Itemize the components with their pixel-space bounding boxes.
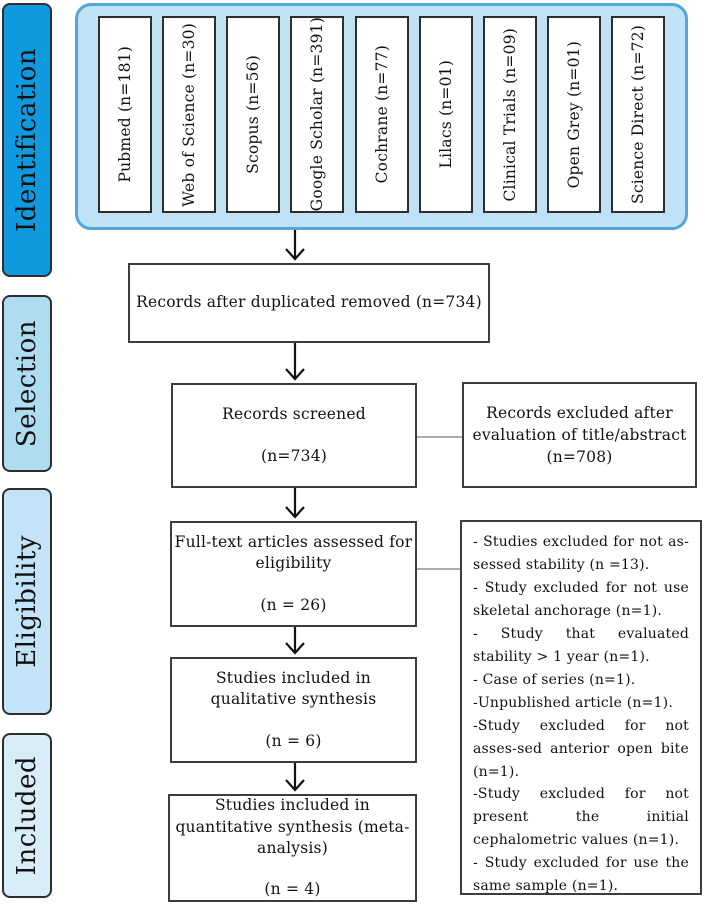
fulltext-assessed-box: Full-text articles assessed for eligibil… [170,521,417,627]
records-screened-label: Records screened [222,405,366,424]
qualitative-synthesis-label: Studies included in qualitative synthesi… [210,668,377,709]
stage-selection: Selection [2,295,52,472]
quantitative-synthesis-label: Studies included in quantitative synthes… [175,796,410,857]
source-box-lilacs: Lilacs (n=01) [418,16,473,213]
source-box-pubmed: Pubmed (n=181) [98,16,152,213]
source-label: Cochrane (n=77) [372,45,391,184]
source-label: Web of Science (n=30) [180,22,199,207]
exclusion-item: -Study excluded for not asses-sed anteri… [473,717,689,780]
sources-container: Pubmed (n=181) Web of Science (n=30) Sco… [75,3,688,230]
stage-label: Included [12,755,42,876]
arrow-down-fulltext-to-qualitative [285,627,305,655]
exclusion-item: - Case of series (n=1). [473,671,636,688]
source-box-clinical-trials: Clinical Trials (n=09) [482,16,537,213]
arrow-down-sources-to-duplicates [285,230,305,261]
qualitative-synthesis-box: Studies included in qualitative synthesi… [170,657,417,763]
fulltext-assessed-count: (n = 26) [260,595,327,614]
arrow-down-screened-to-fulltext [285,488,305,519]
records-after-duplicates-box: Records after duplicated removed (n=734) [128,263,490,343]
stage-label: Eligibility [12,535,42,668]
stage-eligibility: Eligibility [2,488,52,715]
records-excluded-box: Records excluded after evaluation of tit… [462,382,697,488]
exclusion-item: -Unpublished article (n=1). [473,694,673,711]
records-excluded-line: evaluation of title/abstract [472,426,687,444]
source-box-science-direct: Science Direct (n=72) [611,16,665,213]
qualitative-synthesis-count: (n = 6) [265,731,322,750]
source-box-cochrane: Cochrane (n=77) [354,16,409,213]
source-label: Clinical Trials (n=09) [500,27,519,202]
source-label: Science Direct (n=72) [629,25,647,204]
records-excluded-count: (n=708) [546,448,613,466]
source-box-open-grey: Open Grey (n=01) [546,16,601,213]
exclusion-item: - Study excluded for not use skeletal an… [473,579,689,619]
source-box-scopus: Scopus (n=56) [226,16,281,213]
exclusion-item: -Study excluded for not present the init… [473,786,689,849]
exclusion-item: - Study that evaluated stability > 1 yea… [473,625,689,665]
quantitative-synthesis-box: Studies included in quantitative synthes… [168,794,417,902]
stage-identification: Identification [2,3,52,277]
records-excluded-line: Records excluded after [486,404,673,422]
fulltext-assessed-label: Full-text articles assessed for eligibil… [174,532,413,573]
source-box-web-of-science: Web of Science (n=30) [162,16,217,213]
records-screened-box: Records screened (n=734) [171,383,417,488]
source-label: Pubmed (n=181) [116,46,134,183]
stage-label: Selection [12,319,42,448]
source-label: Scopus (n=56) [244,55,263,174]
source-box-google-scholar: Google Scholar (n=391) [290,16,345,213]
stage-included: Included [2,733,52,898]
records-screened-count: (n=734) [260,446,328,465]
eligibility-exclusions-box: - Studies excluded for not as-sessed sta… [460,520,702,895]
quantitative-synthesis-count: (n = 4) [264,880,321,899]
source-label: Google Scholar (n=391) [308,17,327,212]
source-label: Lilacs (n=01) [436,60,455,169]
arrow-down-qualitative-to-quantitative [285,763,305,792]
records-after-duplicates-label: Records after duplicated removed (n=734) [136,293,482,312]
exclusion-item: - Studies excluded for not as-sessed sta… [473,534,689,573]
exclusion-item: - Study excluded for use the same sample… [473,855,689,895]
stage-label: Identification [12,48,42,232]
arrow-down-duplicates-to-screened [285,343,305,381]
source-label: Open Grey (n=01) [564,40,583,189]
